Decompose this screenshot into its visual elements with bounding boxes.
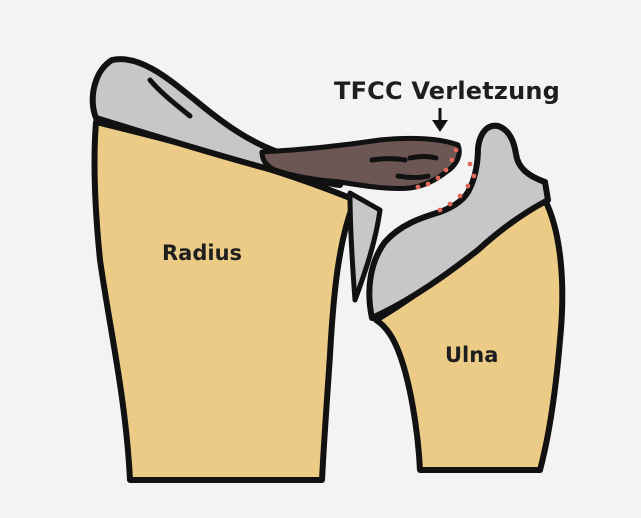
tfcc-fibre-1 <box>372 159 405 161</box>
injury-label: TFCC Verletzung <box>334 79 560 103</box>
ulna-label: Ulna <box>445 345 498 366</box>
tfcc-fibre-2 <box>410 157 436 159</box>
injury-arrow <box>432 108 448 132</box>
tfcc-fibre-3 <box>398 176 428 178</box>
radius-label: Radius <box>162 243 242 264</box>
